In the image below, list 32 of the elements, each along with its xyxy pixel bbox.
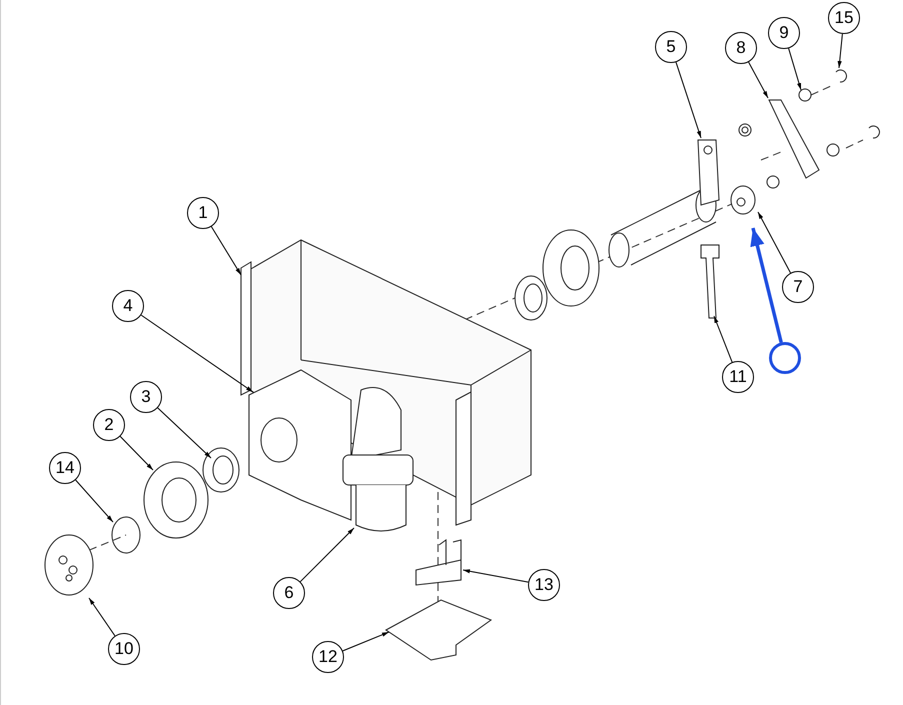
callout-number: 14 — [49, 452, 81, 484]
leader-line — [676, 62, 702, 138]
highlight-circle — [769, 342, 801, 374]
leader-line — [157, 407, 212, 458]
callout-number: 2 — [93, 409, 125, 441]
callout-number: 13 — [528, 569, 560, 601]
callout-number: 10 — [108, 633, 140, 665]
leader-line — [838, 33, 843, 68]
callout-number: 3 — [130, 381, 162, 413]
callout-number: 5 — [655, 31, 687, 63]
leader-line — [210, 226, 242, 276]
leader-line — [120, 436, 154, 470]
leader-line — [788, 48, 802, 90]
leader-line — [342, 632, 390, 652]
callout-number: 15 — [828, 2, 860, 34]
leader-line — [88, 598, 116, 636]
callout-number: 8 — [725, 32, 757, 64]
leader-line — [140, 314, 254, 392]
callout-number: 4 — [112, 290, 144, 322]
callout-number: 7 — [782, 271, 814, 303]
leader-line — [300, 528, 354, 582]
callout-number: 6 — [273, 577, 305, 609]
leader-line — [75, 480, 114, 522]
pointer-arrow — [750, 228, 783, 343]
callout-number: 1 — [187, 197, 219, 229]
callout-number: 12 — [312, 641, 344, 673]
leader-line — [714, 316, 733, 363]
leader-line — [748, 62, 768, 98]
callout-number: 11 — [722, 361, 754, 393]
callout-number: 9 — [768, 17, 800, 49]
leader-line — [758, 212, 791, 274]
leader-line — [462, 569, 529, 583]
